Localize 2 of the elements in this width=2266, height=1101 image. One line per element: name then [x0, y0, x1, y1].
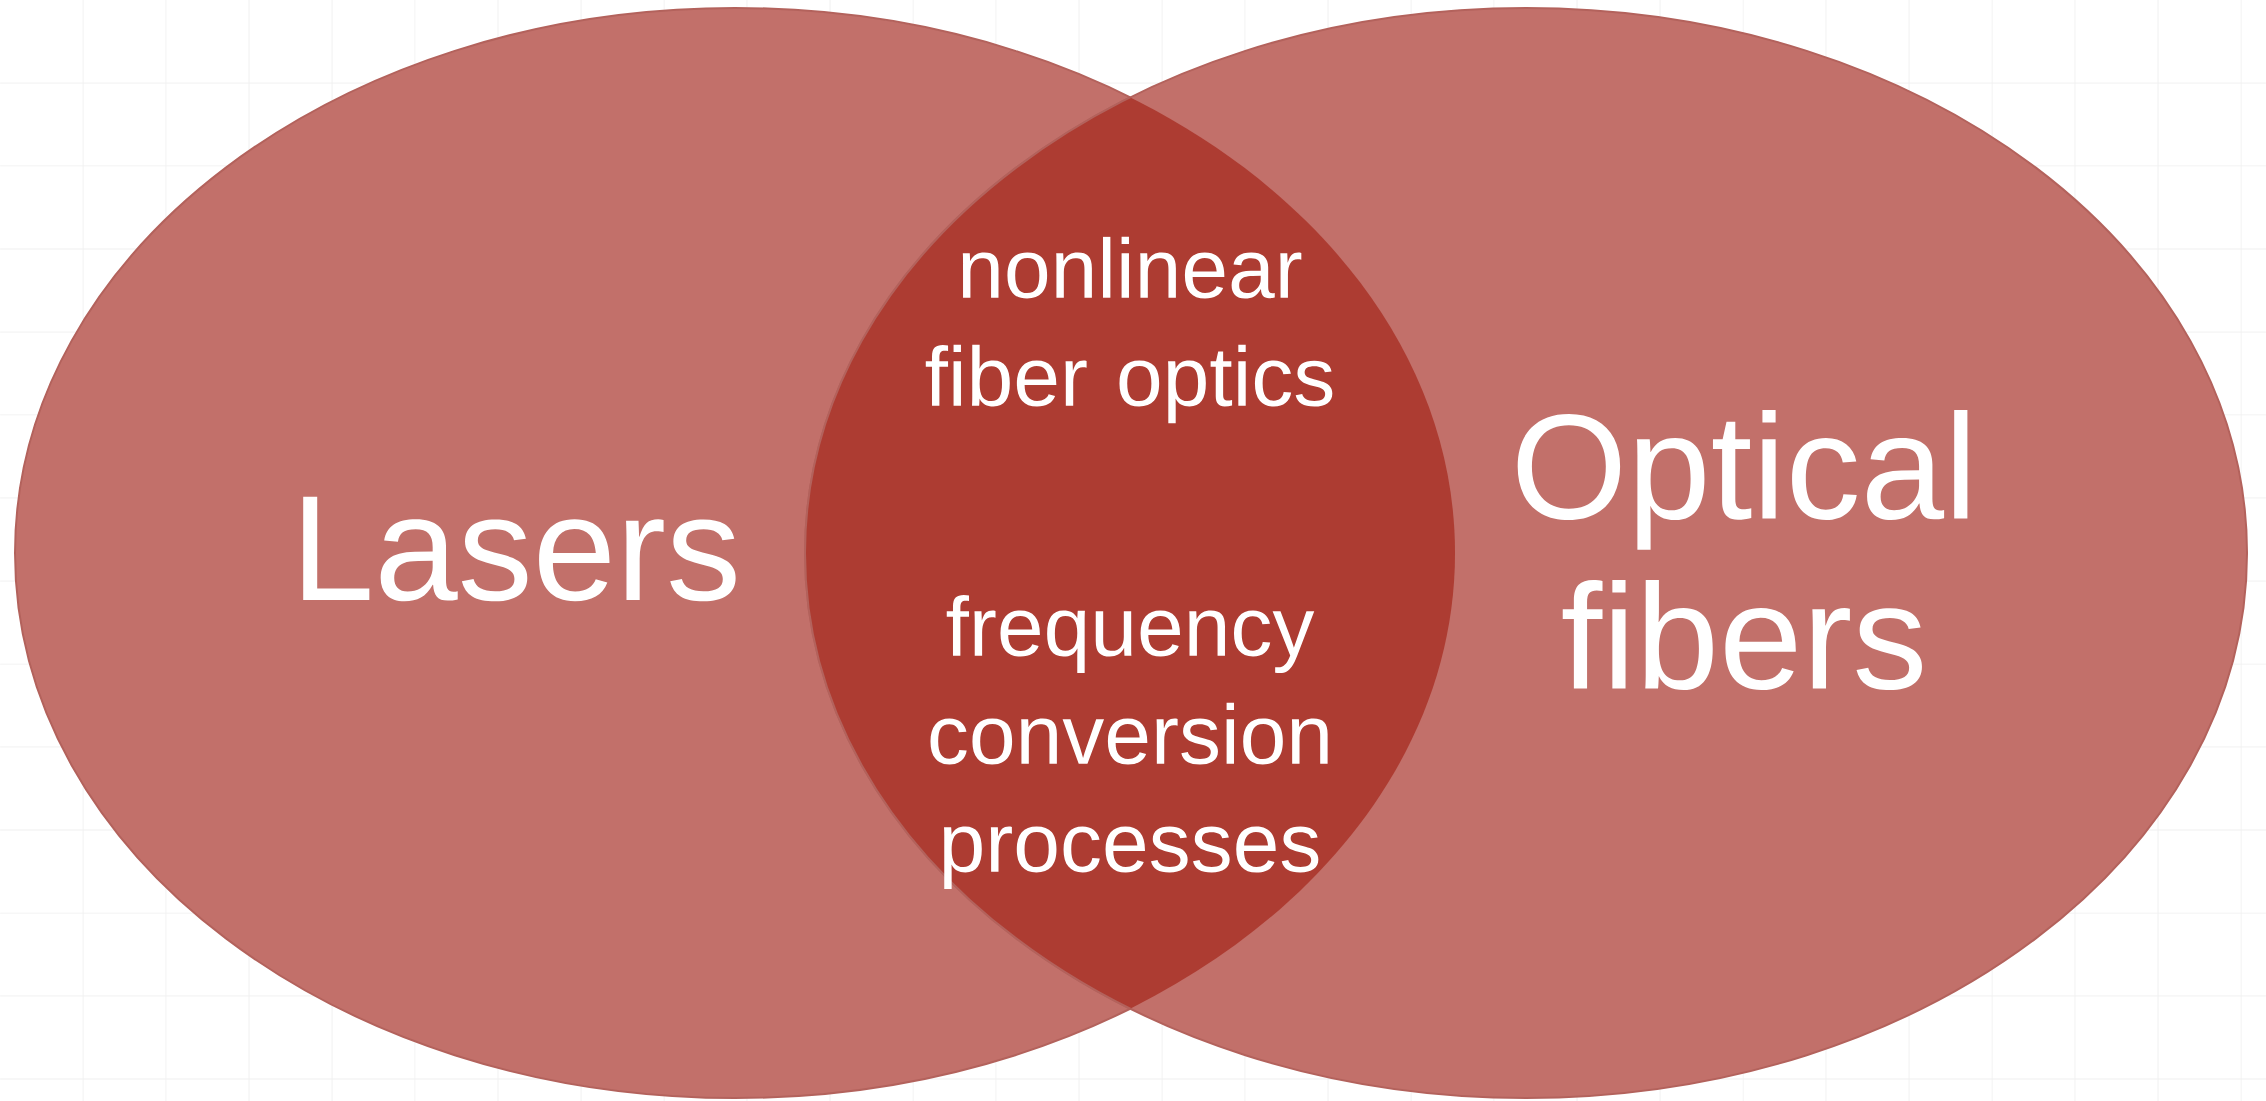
node-label: Optical fibers: [1517, 409, 1968, 691]
overlap-region: nonlinear fiber optics frequency conversion processes: [925, 236, 1333, 890]
